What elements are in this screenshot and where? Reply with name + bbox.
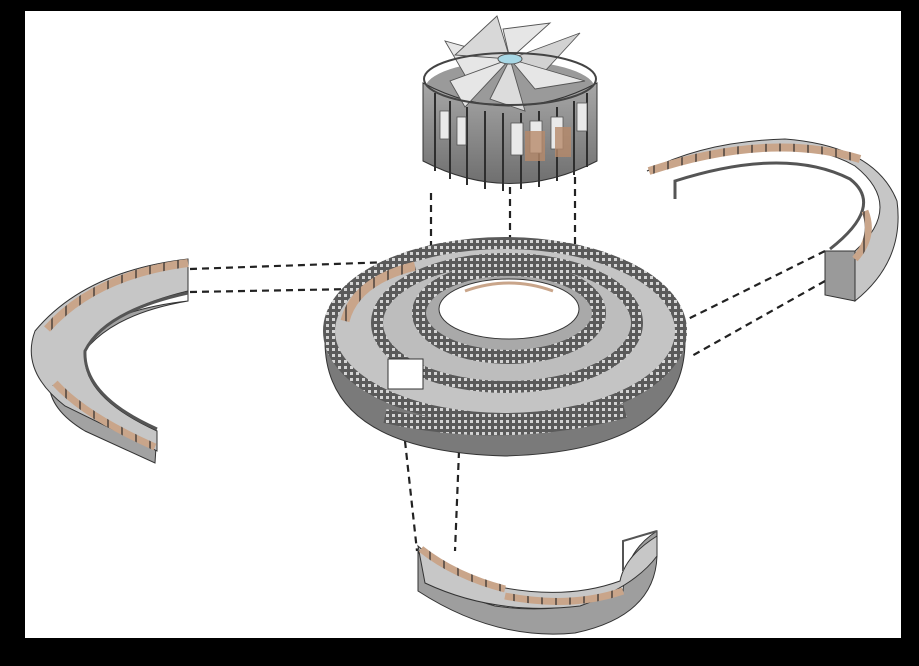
ramp-segment-left xyxy=(30,258,189,464)
pavilion xyxy=(422,15,598,191)
exploded-ramp-diagram xyxy=(30,15,899,635)
ramp-segment-right xyxy=(646,138,899,303)
connector-right-2 xyxy=(689,280,826,358)
fan-roof xyxy=(444,15,586,112)
connector-lines xyxy=(189,177,826,552)
connector-bottom-2 xyxy=(453,450,461,552)
connector-bottom-1 xyxy=(403,440,419,552)
spiral-ramp-core xyxy=(323,237,687,457)
connector-left-2 xyxy=(189,287,356,294)
connector-left-1 xyxy=(189,259,421,271)
connector-right-1 xyxy=(679,250,826,324)
ramp-segment-bottom xyxy=(417,530,658,635)
diagram-canvas xyxy=(25,11,901,638)
